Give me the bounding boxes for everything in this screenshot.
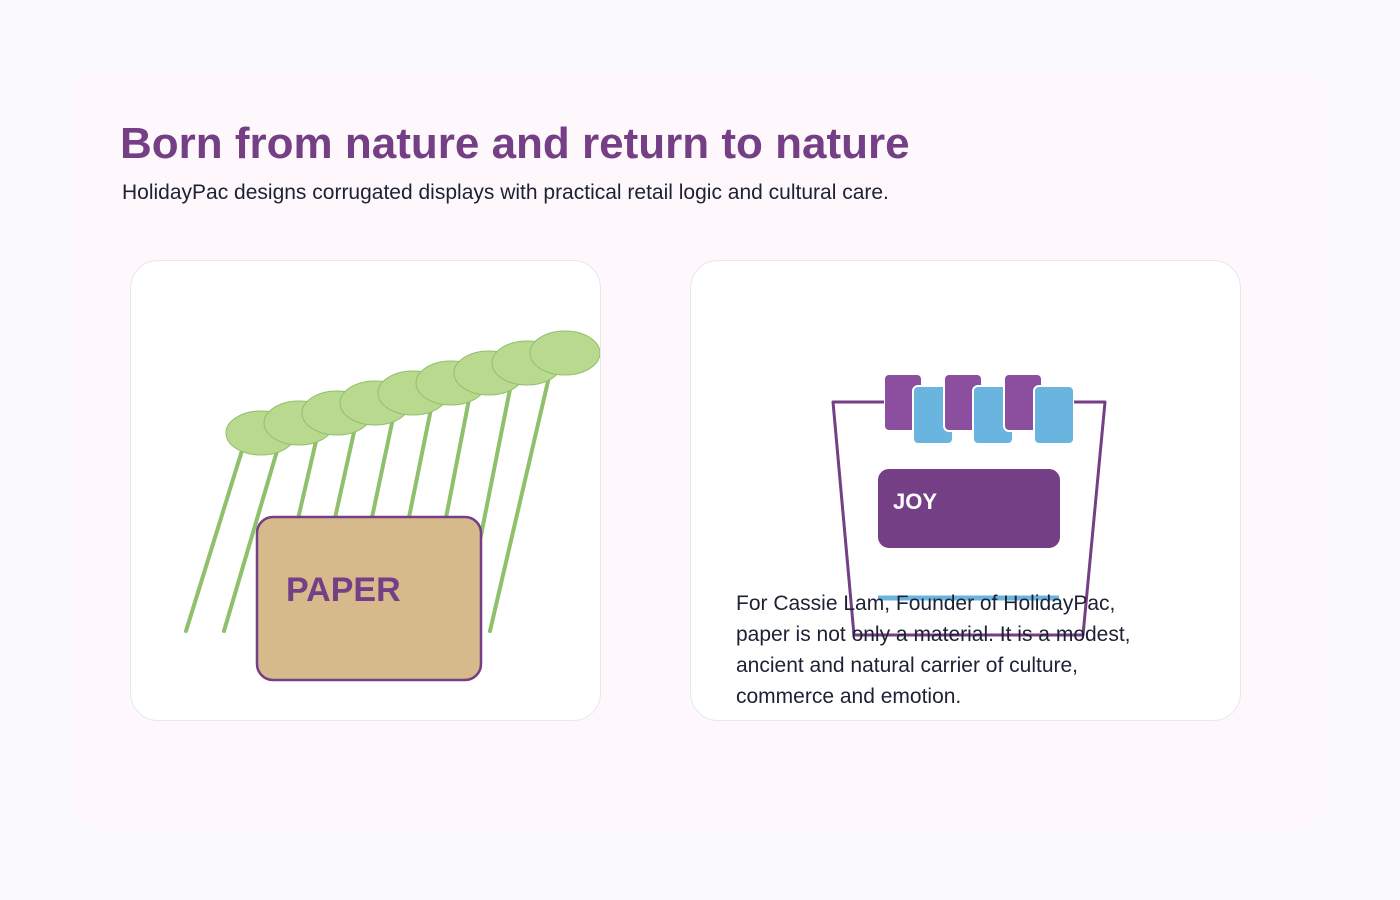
product-card-blue xyxy=(1033,385,1075,445)
nature-illustration-card: PAPER xyxy=(130,260,601,721)
paper-box-icon: PAPER xyxy=(255,515,483,682)
founder-quote: For Cassie Lam, Founder of HolidayPac, p… xyxy=(736,592,1131,708)
product-card-icon xyxy=(883,373,1075,445)
sign-board-label: JOY xyxy=(893,489,937,514)
tree-canopy xyxy=(529,330,600,376)
founder-quote-card: JOY For Cassie Lam, Founder of HolidayPa… xyxy=(690,260,1241,721)
tree-stem xyxy=(184,442,246,633)
tree-stem xyxy=(222,432,284,633)
display-bin-illustration: JOY xyxy=(831,373,1107,637)
sign-board-icon: JOY xyxy=(876,467,1062,550)
tree-paper-illustration: PAPER xyxy=(184,330,600,682)
display-bin-icon: JOY xyxy=(831,373,1107,637)
display-bin-outline xyxy=(831,400,1107,637)
paper-box-label: PAPER xyxy=(286,571,401,609)
tree-icon xyxy=(184,330,600,633)
page-title: Born from nature and return to nature xyxy=(120,119,910,168)
tree-stem xyxy=(488,362,554,633)
page-subtitle: HolidayPac designs corrugated displays w… xyxy=(122,181,889,204)
